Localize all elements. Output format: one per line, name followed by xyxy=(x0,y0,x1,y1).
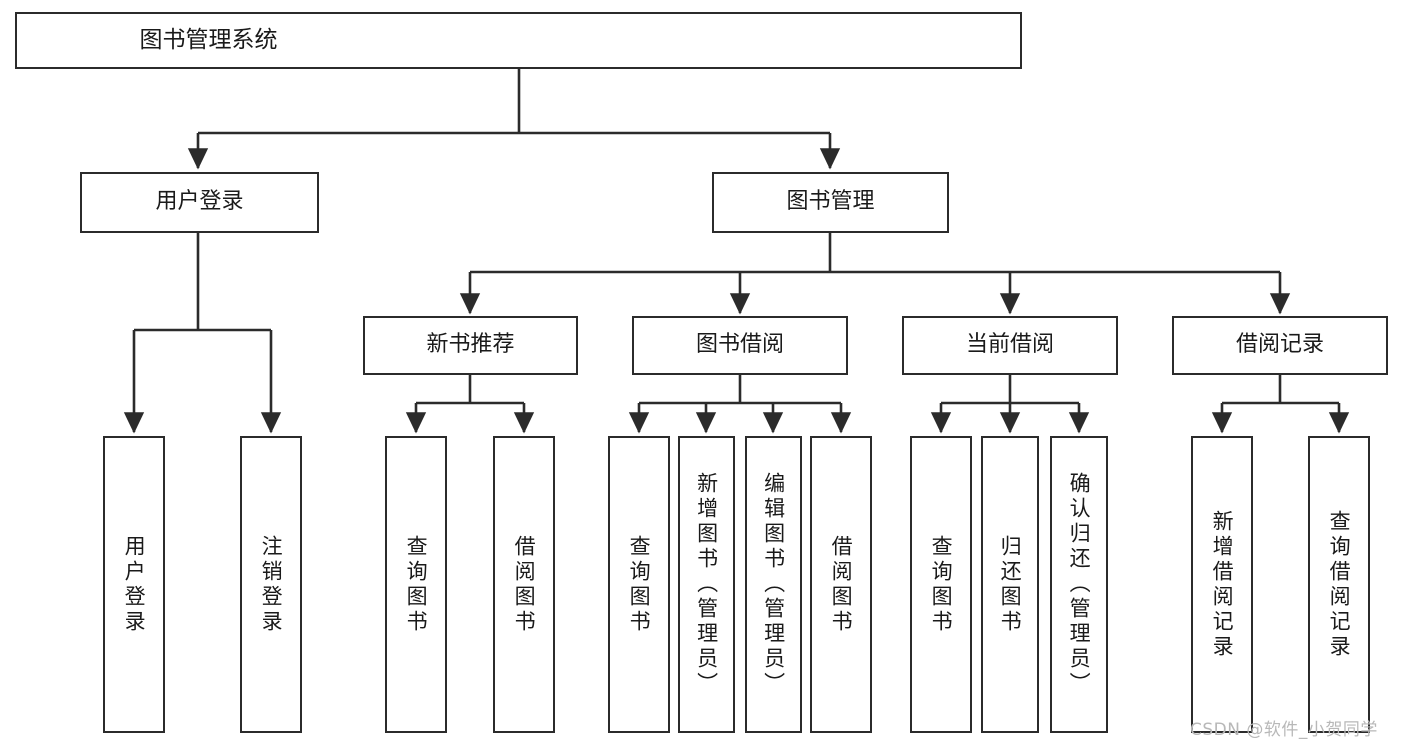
node-leaf-return-book-label: 归还图书 xyxy=(998,534,1023,635)
node-leaf-borrow-book-2-label: 借阅图书 xyxy=(829,534,854,635)
node-leaf-confirm-return[interactable]: 确认归还（管理员） xyxy=(1050,436,1108,733)
node-leaf-edit-book[interactable]: 编辑图书（管理员） xyxy=(745,436,802,733)
node-root-label: 图书管理系统 xyxy=(139,26,278,53)
node-root[interactable]: 图书管理系统 xyxy=(15,12,1022,69)
node-leaf-add-record[interactable]: 新增借阅记录 xyxy=(1191,436,1253,733)
node-leaf-query-book-3[interactable]: 查询图书 xyxy=(910,436,972,733)
node-leaf-query-book-2[interactable]: 查询图书 xyxy=(608,436,670,733)
node-borrow-record[interactable]: 借阅记录 xyxy=(1172,316,1388,375)
node-book-manage-label: 图书管理 xyxy=(786,189,875,215)
node-leaf-confirm-return-label: 确认归还（管理员） xyxy=(1067,472,1092,697)
node-leaf-query-record[interactable]: 查询借阅记录 xyxy=(1308,436,1370,733)
node-leaf-query-record-label: 查询借阅记录 xyxy=(1327,509,1352,660)
node-current-borrow-label: 当前借阅 xyxy=(965,332,1054,358)
node-leaf-edit-book-label: 编辑图书（管理员） xyxy=(761,472,786,697)
node-book-manage[interactable]: 图书管理 xyxy=(712,172,949,233)
node-leaf-logout-label: 注销登录 xyxy=(259,534,284,635)
node-new-book-rec[interactable]: 新书推荐 xyxy=(363,316,578,375)
watermark-text: CSDN @软件_小贺同学 xyxy=(1190,720,1378,740)
node-leaf-return-book[interactable]: 归还图书 xyxy=(981,436,1039,733)
node-current-borrow[interactable]: 当前借阅 xyxy=(902,316,1118,375)
node-borrow-record-label: 借阅记录 xyxy=(1235,332,1324,358)
node-book-borrow[interactable]: 图书借阅 xyxy=(632,316,848,375)
node-new-book-rec-label: 新书推荐 xyxy=(426,332,515,358)
node-leaf-query-book-1[interactable]: 查询图书 xyxy=(385,436,447,733)
node-leaf-add-book[interactable]: 新增图书（管理员） xyxy=(678,436,735,733)
node-leaf-add-book-label: 新增图书（管理员） xyxy=(694,472,719,697)
node-user-login-label: 用户登录 xyxy=(155,189,244,215)
node-leaf-logout[interactable]: 注销登录 xyxy=(240,436,302,733)
node-leaf-borrow-book-1[interactable]: 借阅图书 xyxy=(493,436,555,733)
node-leaf-query-book-1-label: 查询图书 xyxy=(404,534,429,635)
node-book-borrow-label: 图书借阅 xyxy=(695,332,784,358)
node-leaf-query-book-3-label: 查询图书 xyxy=(929,534,954,635)
node-leaf-borrow-book-2[interactable]: 借阅图书 xyxy=(810,436,872,733)
node-leaf-query-book-2-label: 查询图书 xyxy=(627,534,652,635)
node-leaf-user-login[interactable]: 用户登录 xyxy=(103,436,165,733)
node-leaf-add-record-label: 新增借阅记录 xyxy=(1210,509,1235,660)
node-leaf-user-login-label: 用户登录 xyxy=(122,534,147,635)
node-leaf-borrow-book-1-label: 借阅图书 xyxy=(512,534,537,635)
node-user-login[interactable]: 用户登录 xyxy=(80,172,319,233)
